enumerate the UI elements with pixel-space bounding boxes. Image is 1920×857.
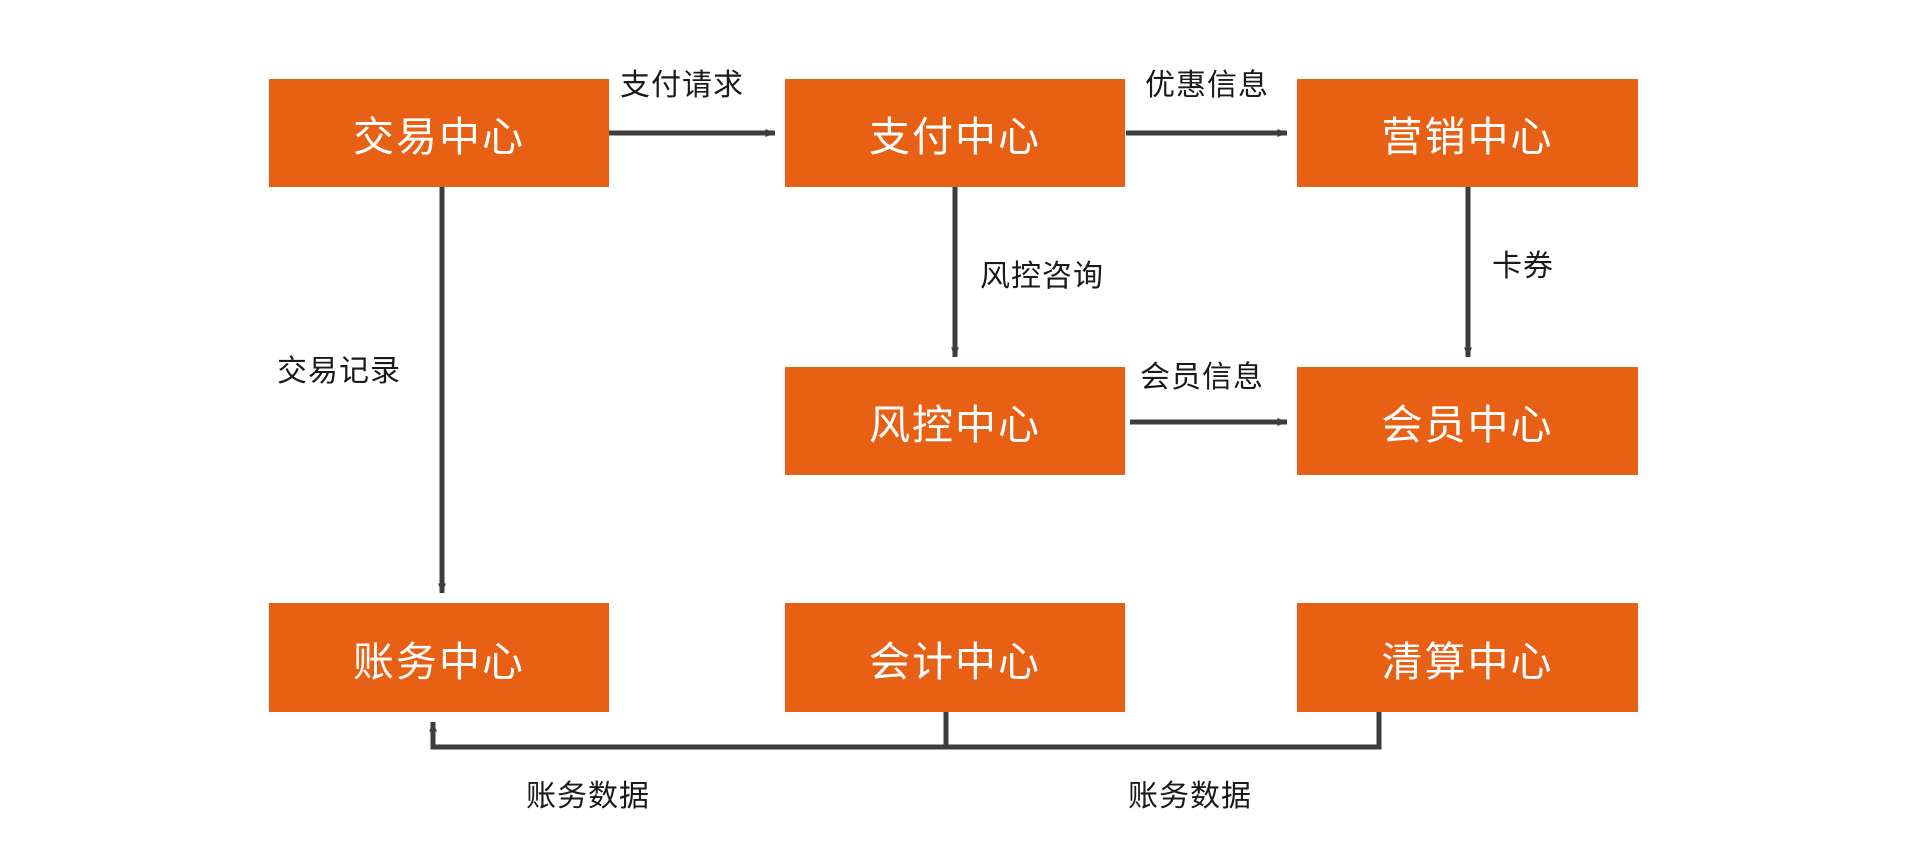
node-payment[interactable]: 支付中心: [785, 79, 1125, 187]
node-label: 交易中心: [353, 114, 525, 160]
edge-label-account-data-right: 账务数据: [1128, 780, 1252, 813]
edge-label-payment-request: 支付请求: [620, 69, 744, 102]
node-marketing[interactable]: 营销中心: [1297, 79, 1638, 187]
edge-label-promotion-info: 优惠信息: [1145, 69, 1269, 102]
connector-finance-to-accounting: [429, 712, 949, 750]
edge-label-coupon: 卡券: [1492, 250, 1554, 283]
node-settlement[interactable]: 清算中心: [1297, 603, 1638, 712]
node-member[interactable]: 会员中心: [1297, 367, 1638, 475]
node-label: 营销中心: [1381, 114, 1554, 160]
edge-label-member-info: 会员信息: [1140, 361, 1264, 394]
node-finance[interactable]: 会计中心: [785, 603, 1125, 712]
edge-label-account-data-left: 账务数据: [526, 780, 650, 813]
node-label: 风控中心: [869, 402, 1041, 448]
node-label: 支付中心: [869, 114, 1041, 160]
node-trade[interactable]: 交易中心: [269, 79, 609, 187]
edge-label-risk-consult: 风控咨询: [980, 260, 1104, 293]
connector-settlement-to-accounting: [946, 712, 1382, 750]
edge-label-trade-record: 交易记录: [277, 355, 401, 388]
node-label: 清算中心: [1381, 638, 1554, 685]
node-label: 账务中心: [353, 638, 525, 685]
node-label: 会员中心: [1381, 402, 1554, 448]
node-label: 会计中心: [869, 638, 1041, 685]
node-riskctl[interactable]: 风控中心: [785, 367, 1125, 475]
node-accounting[interactable]: 账务中心: [269, 603, 609, 712]
